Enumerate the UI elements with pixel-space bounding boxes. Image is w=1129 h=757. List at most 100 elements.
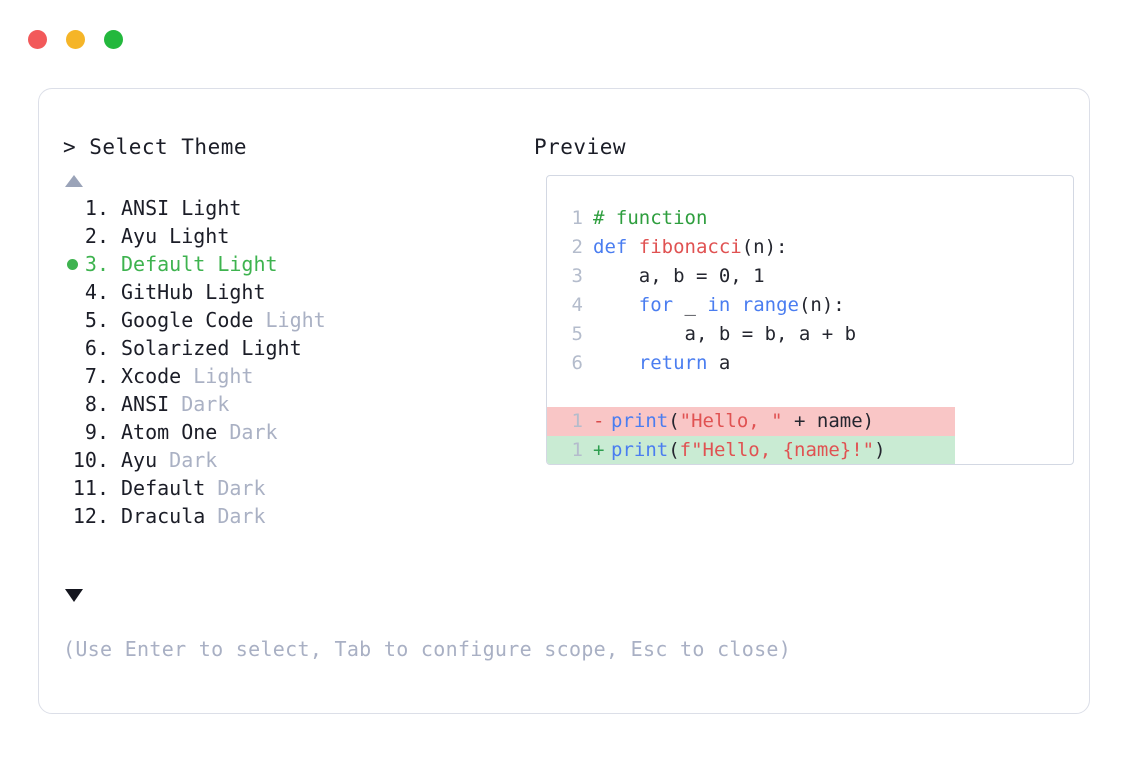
minimize-button[interactable] (66, 30, 85, 49)
diff-line-add: 1 + print(f"Hello, {name}!") (547, 436, 955, 464)
code-token: ( (668, 439, 680, 461)
code-token: ) (874, 439, 886, 461)
code-preview-panel: 1 # function 2 def fibonacci (n): 3 a, b = 0,… (546, 175, 1074, 465)
diff-block: 1-print("Hello, " + name)1+print(f"Hello… (547, 407, 1073, 464)
theme-item-name: ANSI Light (121, 196, 242, 220)
theme-item-number: 6. (84, 336, 109, 360)
maximize-button[interactable] (104, 30, 123, 49)
code-token: range (741, 294, 799, 316)
theme-item-number: 4. (84, 280, 109, 304)
theme-item-number: 11. (72, 476, 109, 500)
scroll-down-icon[interactable] (65, 589, 83, 602)
window-titlebar (28, 30, 123, 49)
theme-item-name: ANSI (121, 392, 170, 416)
theme-item-variant: Dark (157, 448, 218, 472)
code-token: # function (593, 207, 708, 229)
code-token: def (593, 236, 639, 258)
code-token: "Hello, " (679, 410, 783, 432)
theme-list-item[interactable]: 2. Ayu Light (63, 222, 533, 250)
theme-item-name: Ayu (121, 448, 158, 472)
theme-item-name: Dracula (121, 504, 206, 528)
line-number: 3 (571, 265, 583, 287)
help-text: (Use Enter to select, Tab to configure s… (63, 637, 792, 661)
diff-marker: + (593, 439, 605, 461)
code-token: in (707, 294, 731, 316)
line-number: 1 (571, 410, 583, 432)
theme-item-number: 7. (84, 364, 109, 388)
theme-list-item[interactable]: 3. Default Light (63, 250, 533, 278)
code-line: 3 a, b = 0, 1 (547, 262, 1073, 291)
code-token: _ (673, 294, 708, 316)
theme-item-number: 12. (72, 504, 109, 528)
preview-column: Preview 1 # function 2 def fibonacci (n): 3 a… (534, 89, 1074, 713)
line-number: 4 (571, 294, 583, 316)
code-token: print (611, 439, 669, 461)
line-number: 1 (571, 207, 583, 229)
theme-item-variant: Dark (169, 392, 230, 416)
theme-item-number: 8. (84, 392, 109, 416)
code-token: a (707, 352, 731, 374)
theme-list-item[interactable]: 5. Google Code Light (63, 306, 533, 334)
theme-item-name: GitHub Light (121, 280, 266, 304)
theme-list-item[interactable]: 9. Atom One Dark (63, 418, 533, 446)
close-button[interactable] (28, 30, 47, 49)
code-line: 6 return a (547, 349, 1073, 378)
code-token (593, 294, 639, 316)
line-number: 6 (571, 352, 583, 374)
code-token (730, 294, 741, 316)
theme-item-number: 10. (72, 448, 109, 472)
code-token: f"Hello, {name}!" (679, 439, 875, 461)
theme-list-item[interactable]: 1. ANSI Light (63, 194, 533, 222)
theme-item-number: 2. (84, 224, 109, 248)
code-line: 1 # function (547, 204, 1073, 233)
theme-item-number: 9. (84, 420, 109, 444)
line-number: 1 (571, 439, 583, 461)
theme-item-number: 1. (84, 196, 109, 220)
theme-list-item[interactable]: 8. ANSI Dark (63, 390, 533, 418)
diff-marker: - (593, 410, 605, 432)
theme-list-item[interactable]: 4. GitHub Light (63, 278, 533, 306)
theme-item-number: 5. (84, 308, 109, 332)
theme-list-item[interactable]: 10. Ayu Dark (63, 446, 533, 474)
theme-item-number: 3. (84, 252, 109, 276)
theme-item-name: Default (121, 476, 206, 500)
diff-line-del: 1-print("Hello, " + name) (547, 407, 955, 436)
theme-list-item[interactable]: 11. Default Dark (63, 474, 533, 502)
theme-item-name: Default Light (121, 252, 278, 276)
theme-item-variant: Dark (205, 476, 266, 500)
theme-item-variant: Dark (205, 504, 266, 528)
scroll-up-icon[interactable] (65, 175, 83, 187)
code-token: return (638, 352, 708, 374)
code-token (593, 352, 639, 374)
code-block: 1 # function 2 def fibonacci (n): 3 a, b = 0,… (547, 204, 1073, 378)
theme-item-name: Google Code (121, 308, 254, 332)
theme-item-name: Ayu Light (121, 224, 230, 248)
code-token: fibonacci (638, 236, 742, 258)
code-token: (n): (798, 294, 845, 316)
theme-item-variant: Light (181, 364, 254, 388)
line-number: 2 (571, 236, 583, 258)
theme-list-item[interactable]: 6. Solarized Light (63, 334, 533, 362)
theme-item-variant: Light (253, 308, 326, 332)
code-line: 4 for _ in range(n): (547, 291, 1073, 320)
theme-item-name: Xcode (121, 364, 182, 388)
line-number: 5 (571, 323, 583, 345)
theme-item-name: Solarized Light (121, 336, 302, 360)
preview-label: Preview (534, 135, 627, 159)
code-token: + name) (782, 410, 875, 432)
theme-item-variant: Dark (217, 420, 278, 444)
code-token: for (638, 294, 674, 316)
theme-list-item[interactable]: 12. Dracula Dark (63, 502, 533, 530)
selected-bullet-icon (67, 259, 78, 270)
code-line: 5 a, b = b, a + b (547, 320, 1073, 349)
code-token: a, b = b, a + b (593, 323, 857, 345)
code-token: print (611, 410, 669, 432)
code-token: a, b = 0, 1 (593, 265, 765, 287)
theme-item-name: Atom One (121, 420, 218, 444)
theme-list-item[interactable]: 7. Xcode Light (63, 362, 533, 390)
